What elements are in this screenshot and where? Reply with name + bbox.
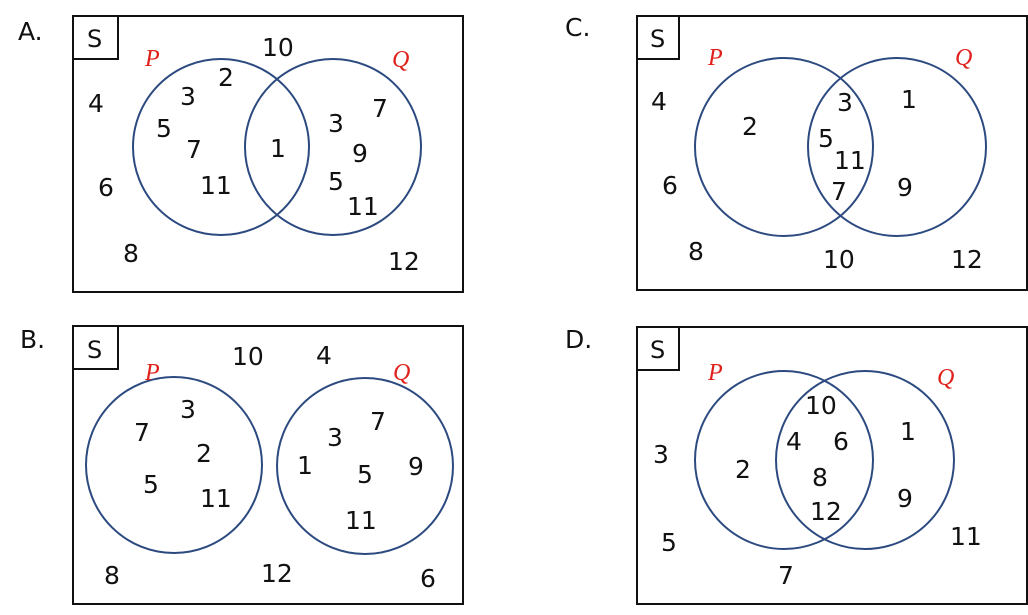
set-q-circle <box>775 370 955 550</box>
q-element: 3 <box>328 109 344 138</box>
q-element: 9 <box>408 452 424 481</box>
option-d[interactable]: D. S P Q 3 5 7 11 2 10 4 6 8 12 1 9 <box>565 325 1028 605</box>
q-element: 5 <box>357 460 373 489</box>
intersection-element: 12 <box>810 497 842 526</box>
outside-element: 10 <box>823 245 855 274</box>
option-c[interactable]: C. S P Q 4 6 8 10 12 2 3 5 11 7 1 9 <box>565 13 1028 291</box>
outside-element: 5 <box>661 528 677 557</box>
intersection-element: 3 <box>837 88 853 117</box>
outside-element: 6 <box>98 173 114 202</box>
intersection-element: 4 <box>786 427 802 456</box>
q-element: 9 <box>352 139 368 168</box>
outside-element: 12 <box>951 245 983 274</box>
outside-element: 8 <box>123 239 139 268</box>
universal-set-box <box>72 325 119 370</box>
set-p-label: P <box>707 360 723 386</box>
universal-set-box <box>636 326 680 371</box>
option-b[interactable]: B. S P Q 10 4 8 12 6 3 7 2 5 11 3 7 1 5 … <box>20 325 464 605</box>
universal-set-frame <box>636 15 1028 291</box>
outside-element: 3 <box>653 440 669 469</box>
q-element: 1 <box>901 85 917 114</box>
set-q-label: Q <box>392 47 409 73</box>
universal-set-label: S <box>87 25 102 53</box>
outside-element: 12 <box>261 559 293 588</box>
set-q-circle <box>276 377 454 555</box>
outside-element: 6 <box>420 564 436 593</box>
set-p-label: P <box>707 45 723 71</box>
outside-element: 8 <box>688 237 704 266</box>
p-element: 2 <box>196 439 212 468</box>
q-element: 1 <box>297 451 313 480</box>
universal-set-frame <box>72 325 464 605</box>
p-element: 2 <box>742 112 758 141</box>
option-d-label: D. <box>565 325 592 354</box>
q-element: 3 <box>327 423 343 452</box>
intersection-element: 6 <box>833 427 849 456</box>
set-p-circle <box>694 57 874 237</box>
p-element: 5 <box>143 470 159 499</box>
set-q-circle <box>807 57 987 237</box>
q-element: 7 <box>372 94 388 123</box>
intersection-element: 1 <box>270 134 286 163</box>
intersection-element: 7 <box>831 177 847 206</box>
universal-set-box <box>72 15 119 60</box>
set-p-circle <box>132 58 310 236</box>
q-element: 1 <box>900 417 916 446</box>
set-q-label: Q <box>955 45 972 71</box>
p-element: 7 <box>186 135 202 164</box>
outside-element: 11 <box>950 522 982 551</box>
p-element: 2 <box>735 455 751 484</box>
option-c-label: C. <box>565 13 590 42</box>
intersection-element: 11 <box>834 146 866 175</box>
option-a[interactable]: A. S P Q 10 4 6 8 12 2 3 5 7 11 1 3 7 9 … <box>18 15 464 293</box>
outside-element: 12 <box>388 247 420 276</box>
set-p-circle <box>85 376 263 554</box>
q-element: 9 <box>897 173 913 202</box>
outside-element: 10 <box>262 33 294 62</box>
p-element: 5 <box>156 114 172 143</box>
universal-set-frame <box>636 326 1028 605</box>
outside-element: 7 <box>778 561 794 590</box>
p-element: 3 <box>180 82 196 111</box>
universal-set-label: S <box>650 336 665 364</box>
outside-element: 4 <box>316 341 332 370</box>
outside-element: 4 <box>651 87 667 116</box>
outside-element: 6 <box>662 171 678 200</box>
outside-element: 8 <box>104 561 120 590</box>
p-element: 2 <box>218 63 234 92</box>
set-p-label: P <box>144 360 160 386</box>
universal-set-box <box>636 15 680 60</box>
option-a-label: A. <box>18 17 43 46</box>
universal-set-label: S <box>87 336 102 364</box>
option-b-label: B. <box>20 325 45 354</box>
set-q-circle <box>244 58 422 236</box>
p-element: 3 <box>180 395 196 424</box>
p-element: 11 <box>200 171 232 200</box>
q-element: 11 <box>347 192 379 221</box>
q-element: 5 <box>328 167 344 196</box>
universal-set-label: S <box>650 25 665 53</box>
outside-element: 4 <box>88 89 104 118</box>
set-q-label: Q <box>393 360 410 386</box>
set-p-label: P <box>144 46 160 72</box>
intersection-element: 5 <box>818 124 834 153</box>
set-q-label: Q <box>937 365 954 391</box>
q-element: 11 <box>345 506 377 535</box>
q-element: 9 <box>897 484 913 513</box>
p-element: 11 <box>200 484 232 513</box>
universal-set-frame <box>72 15 464 293</box>
set-p-circle <box>694 370 874 550</box>
p-element: 7 <box>134 418 150 447</box>
intersection-element: 8 <box>812 463 828 492</box>
intersection-element: 10 <box>805 391 837 420</box>
q-element: 7 <box>370 407 386 436</box>
outside-element: 10 <box>232 342 264 371</box>
